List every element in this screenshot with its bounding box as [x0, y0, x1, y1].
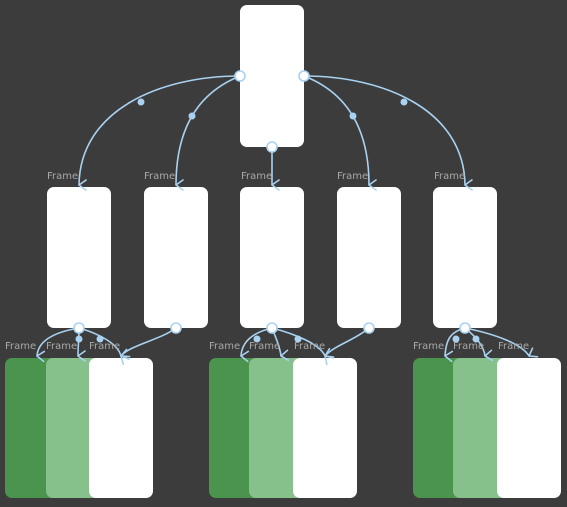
edge-f2-g1c[interactable] — [120, 327, 177, 366]
frame-label-g2b: Frame — [249, 341, 280, 352]
edge-f1-g1a[interactable] — [36, 327, 80, 363]
edge-midpoint[interactable] — [253, 335, 261, 343]
edge-midpoint[interactable] — [452, 335, 460, 343]
edge-midpoint[interactable] — [137, 98, 145, 106]
port-root-left[interactable] — [234, 70, 246, 82]
edge-root-f4[interactable] — [303, 75, 377, 191]
port-f3-bottom[interactable] — [266, 322, 278, 334]
frame-node-f2[interactable] — [144, 187, 208, 328]
port-root-bottom[interactable] — [266, 141, 278, 153]
port-f4-bottom[interactable] — [363, 322, 375, 334]
frame-node-g2c[interactable] — [293, 358, 357, 498]
frame-node-f3[interactable] — [240, 187, 304, 328]
edge-midpoint[interactable] — [294, 335, 302, 343]
port-f1-bottom[interactable] — [73, 322, 85, 334]
frame-node-f4[interactable] — [337, 187, 401, 328]
frame-label-f4: Frame — [337, 171, 368, 182]
frame-label-f3: Frame — [241, 171, 272, 182]
ports — [73, 70, 471, 334]
edge-f3-g2c[interactable] — [271, 327, 335, 359]
edge-f4-g2c[interactable] — [324, 327, 370, 366]
edge-midpoint[interactable] — [349, 112, 357, 120]
frame-label-g2c: Frame — [294, 341, 325, 352]
child-group-2 — [209, 358, 357, 498]
frame-label-g1b: Frame — [46, 341, 77, 352]
frame-label-g3b: Frame — [453, 341, 484, 352]
edge-midpoint[interactable] — [96, 335, 104, 343]
frame-label-g2a: Frame — [209, 341, 240, 352]
child-group-3 — [413, 358, 561, 498]
frame-node-g1c[interactable] — [89, 358, 153, 498]
port-root-right[interactable] — [298, 70, 310, 82]
frame-label-g1a: Frame — [5, 341, 36, 352]
frame-label-g3c: Frame — [498, 341, 529, 352]
frame-label-f5: Frame — [434, 171, 465, 182]
edge-midpoint[interactable] — [188, 112, 196, 120]
frame-node-g3c[interactable] — [497, 358, 561, 498]
frame-node-f1[interactable] — [47, 187, 111, 328]
frame-label-f2: Frame — [144, 171, 175, 182]
frame-label-g1c: Frame — [89, 341, 120, 352]
edge-midpoints — [75, 98, 480, 343]
edge-midpoint[interactable] — [400, 98, 408, 106]
frame-node-root[interactable] — [240, 5, 304, 147]
port-f5-bottom[interactable] — [459, 322, 471, 334]
edge-midpoint[interactable] — [472, 335, 480, 343]
edge-f5-g3c[interactable] — [464, 327, 539, 358]
frame-label-f1: Frame — [47, 171, 78, 182]
frame-labels: Frame Frame Frame Frame Frame Frame Fram… — [5, 171, 529, 352]
edge-root-f2[interactable] — [175, 75, 241, 191]
edge-root-f5[interactable] — [303, 75, 473, 191]
edge-midpoint[interactable] — [75, 335, 83, 343]
port-f2-bottom[interactable] — [170, 322, 182, 334]
frame-label-g3a: Frame — [413, 341, 444, 352]
edge-root-f1[interactable] — [78, 75, 241, 191]
frame-node-f5[interactable] — [433, 187, 497, 328]
child-group-1 — [5, 358, 153, 498]
